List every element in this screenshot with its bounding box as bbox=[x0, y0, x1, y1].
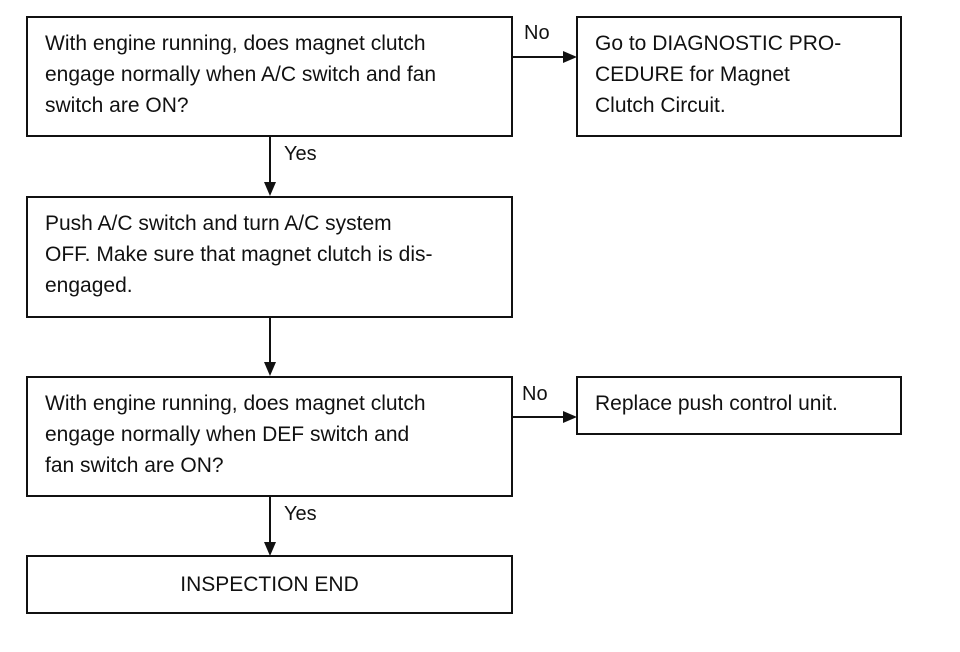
process-2-line-3: engaged. bbox=[45, 274, 133, 297]
decision-3-line-3: fan switch are ON? bbox=[45, 454, 224, 477]
label-no-1: No bbox=[524, 22, 550, 44]
arrowhead-q3-yes bbox=[264, 542, 276, 556]
process-2-line-1: Push A/C switch and turn A/C system bbox=[45, 212, 392, 235]
decision-1-line-3: switch are ON? bbox=[45, 94, 189, 117]
inspection-end-text: INSPECTION END bbox=[180, 573, 359, 596]
action-replace-line-1: Replace push control unit. bbox=[595, 392, 838, 415]
action-box-diagnostic: Go to DIAGNOSTIC PRO- CEDURE for Magnet … bbox=[576, 16, 902, 137]
label-yes-1: Yes bbox=[284, 143, 317, 165]
action-diagnostic-line-1: Go to DIAGNOSTIC PRO- bbox=[595, 32, 842, 55]
arrowhead-q1-no bbox=[563, 51, 577, 63]
decision-3-line-1: With engine running, does magnet clutch bbox=[45, 392, 426, 415]
process-box-2: Push A/C switch and turn A/C system OFF.… bbox=[26, 196, 513, 318]
terminal-box-end: INSPECTION END bbox=[26, 555, 513, 614]
action-diagnostic-line-3: Clutch Circuit. bbox=[595, 94, 726, 117]
process-2-line-2: OFF. Make sure that magnet clutch is dis… bbox=[45, 243, 433, 266]
action-diagnostic-line-2: CEDURE for Magnet bbox=[595, 63, 790, 86]
decision-1-line-2: engage normally when A/C switch and fan bbox=[45, 63, 437, 86]
label-yes-3: Yes bbox=[284, 503, 317, 525]
label-no-3: No bbox=[522, 383, 548, 405]
arrowhead-q3-no bbox=[563, 411, 577, 423]
action-box-replace: Replace push control unit. bbox=[576, 376, 902, 435]
decision-1-line-1: With engine running, does magnet clutch bbox=[45, 32, 426, 55]
decision-box-1: With engine running, does magnet clutch … bbox=[26, 16, 513, 137]
decision-box-3: With engine running, does magnet clutch … bbox=[26, 376, 513, 497]
arrowhead-q1-yes bbox=[264, 182, 276, 196]
arrowhead-s2-q3 bbox=[264, 362, 276, 376]
decision-3-line-2: engage normally when DEF switch and bbox=[45, 423, 410, 446]
